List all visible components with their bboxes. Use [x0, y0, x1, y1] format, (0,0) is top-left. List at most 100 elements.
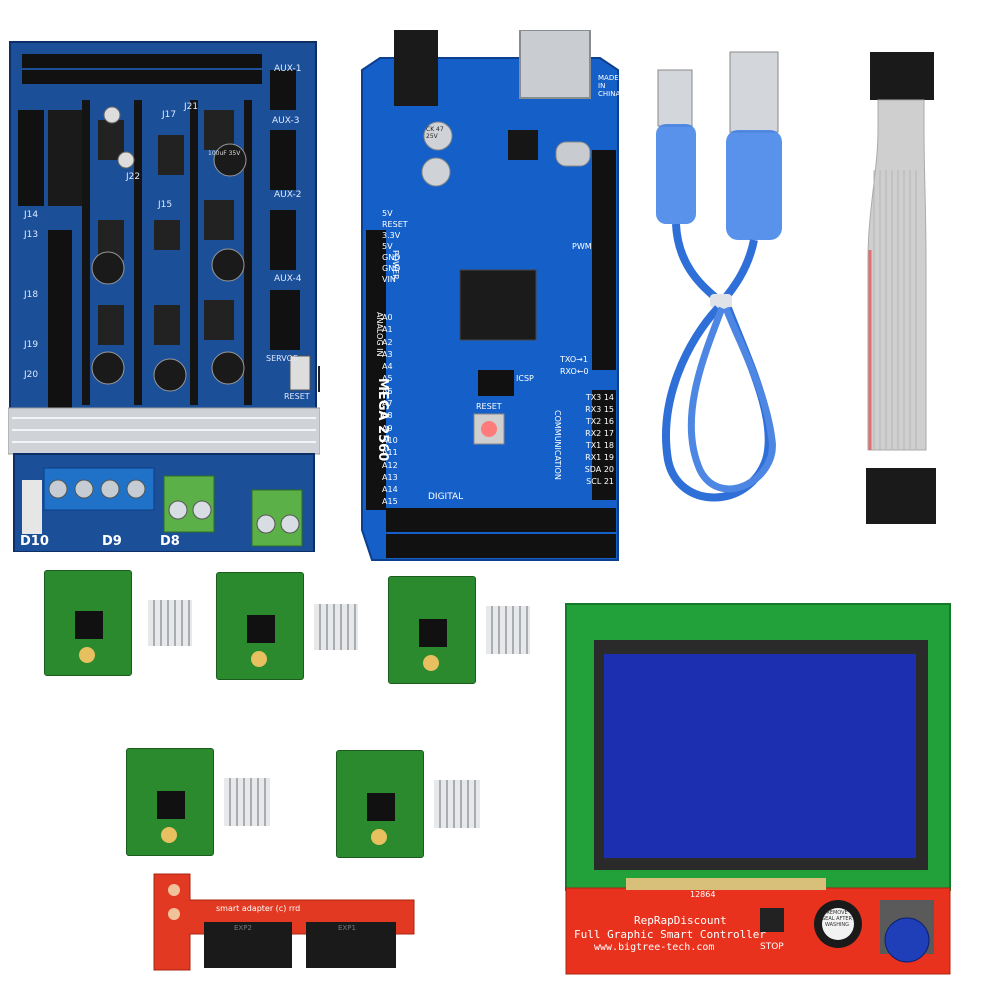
- analog-pin-label: A4: [382, 362, 393, 372]
- driver-chip: [75, 611, 103, 639]
- analog-pin-label: A10: [382, 435, 398, 445]
- comm-pin-label: SCL 21: [586, 477, 614, 486]
- heatsink: [486, 606, 530, 654]
- jumper-label-j19: J19: [24, 340, 39, 350]
- ramps-shield-board: AUX-1 AUX-2 AUX-3 AUX-4 SERVOS RESET J17…: [7, 40, 330, 553]
- comm-pin-label: RX1 19: [585, 453, 614, 462]
- power-pin-label: VIN: [382, 275, 396, 284]
- ribbon-cable-graphic: [866, 52, 936, 524]
- made-in-label: MADE IN CHINA: [598, 74, 621, 98]
- driver-potentiometer: [251, 651, 267, 667]
- heatsink: [434, 780, 480, 828]
- stepper-driver: [216, 572, 304, 680]
- mega-reset-label: RESET: [476, 402, 502, 411]
- analog-pin-label: A8: [382, 411, 393, 421]
- lcd-controller-board: 12864 RepRapDiscount Full Graphic Smart …: [564, 602, 952, 976]
- heatsink: [148, 600, 192, 646]
- model-code-label: 12864: [690, 890, 716, 899]
- website-url: www.bigtree-tech.com: [594, 942, 715, 953]
- stepper-driver: [126, 748, 214, 856]
- jumper-label-j22: J22: [126, 172, 141, 182]
- tx-label: TXO→1: [560, 355, 588, 364]
- analog-pin-list: A0 A1 A2 A3 A4 A5 A6 A7 A8 A9 A10 A11 A1…: [382, 312, 398, 509]
- analog-pin-label: A0: [382, 313, 393, 322]
- analog-pin-label: A12: [382, 460, 398, 470]
- power-pin-label: GND: [382, 264, 401, 273]
- comm-pin-label: SDA 20: [584, 465, 614, 474]
- power-pin-label: GND: [382, 253, 401, 262]
- analog-pin-label: A1: [382, 325, 393, 335]
- cap-text: 100uF 35V: [208, 150, 241, 157]
- stepper-driver: [388, 576, 476, 684]
- smart-adapter-board: smart adapter (c) rrd EXP2 EXP1: [150, 870, 420, 972]
- analog-pin-label: A13: [382, 472, 398, 482]
- usb-cable-graphic: [656, 51, 782, 502]
- heatsink: [314, 604, 358, 650]
- analog-pin-label: A2: [382, 337, 393, 347]
- comm-pin-label: TX3 14: [585, 393, 614, 402]
- ramps-shield-graphic: [7, 41, 330, 553]
- exp2-label: EXP2: [234, 924, 252, 932]
- mosfet-label-d8: D8: [160, 534, 180, 549]
- power-pin-label: 3.3V: [382, 231, 401, 240]
- communication-label: COMMUNICATION: [553, 410, 562, 480]
- driver-potentiometer: [423, 655, 439, 671]
- stepper-driver: [44, 570, 132, 676]
- stop-button[interactable]: [760, 908, 784, 932]
- smart-adapter-graphic: [153, 873, 415, 971]
- jumper-label-j20: J20: [24, 370, 39, 380]
- stepper-driver: [336, 750, 424, 858]
- exp1-label: EXP1: [338, 924, 356, 932]
- jumper-label-j15: J15: [158, 200, 173, 210]
- driver-chip: [419, 619, 447, 647]
- comm-pin-label: TX2 16: [585, 417, 614, 426]
- driver-chip: [247, 615, 275, 643]
- rotary-encoder-knob[interactable]: [885, 918, 929, 962]
- pwm-label: PWM: [572, 242, 592, 251]
- buzzer-text: REMOVE SEAL AFTER WASHING: [821, 910, 853, 928]
- comm-pin-label: RX3 15: [585, 405, 614, 414]
- driver-chip: [367, 793, 395, 821]
- aux-label-3: AUX-3: [272, 116, 300, 126]
- analog-pin-label: A15: [382, 497, 398, 507]
- product-subtitle: Full Graphic Smart Controller: [574, 928, 767, 941]
- mosfet-label-d10: D10: [20, 534, 49, 549]
- jumper-label-j17: J17: [162, 110, 177, 120]
- aux-label-4: AUX-4: [274, 274, 302, 284]
- mega-cap-label: CK 47 25V: [426, 126, 444, 140]
- jumper-label-j18: J18: [24, 290, 39, 300]
- mega-board-graphic: [361, 29, 619, 561]
- driver-potentiometer: [161, 827, 177, 843]
- comm-pin-label: RX2 17: [585, 429, 614, 438]
- aux-label-1: AUX-1: [274, 64, 302, 74]
- tx-rx-list: TXO→1 RXO←0: [560, 354, 589, 378]
- usb-cable: [648, 40, 808, 520]
- ribbon-cable: [864, 50, 940, 528]
- analog-pin-label: A7: [382, 399, 393, 409]
- adapter-label: smart adapter (c) rrd: [216, 904, 301, 913]
- heatsink: [224, 778, 270, 826]
- power-pin-label: 5V: [382, 242, 393, 251]
- mega-2560-board: MADE IN CHINA MEGA 2560 ICSP RESET DIGIT…: [360, 29, 622, 568]
- analog-pin-label: A14: [382, 485, 398, 495]
- analog-pin-label: A5: [382, 374, 393, 384]
- analog-pin-label: A9: [382, 423, 393, 433]
- lcd-screen[interactable]: [604, 654, 916, 858]
- analog-pin-label: A3: [382, 349, 393, 359]
- mosfet-label-d9: D9: [102, 534, 122, 549]
- digital-label: DIGITAL: [428, 492, 464, 502]
- product-title: RepRapDiscount: [634, 914, 727, 927]
- jumper-label-j21: J21: [184, 102, 199, 112]
- ramps-reset-label: RESET: [284, 392, 310, 401]
- comm-pin-list: TX3 14 RX3 15 TX2 16 RX2 17 TX1 18 RX1 1…: [572, 392, 614, 488]
- rx-label: RXO←0: [560, 367, 589, 376]
- power-pin-list: 5V RESET 3.3V 5V GND GND VIN: [382, 208, 408, 285]
- driver-chip: [157, 791, 185, 819]
- icsp-label: ICSP: [516, 374, 534, 383]
- comm-pin-label: TX1 18: [585, 441, 614, 450]
- power-pin-label: RESET: [382, 220, 408, 229]
- jumper-label-j14: J14: [24, 210, 39, 220]
- power-pin-label: 5V: [382, 209, 393, 218]
- jumper-label-j13: J13: [24, 230, 39, 240]
- aux-label-2: AUX-2: [274, 190, 302, 200]
